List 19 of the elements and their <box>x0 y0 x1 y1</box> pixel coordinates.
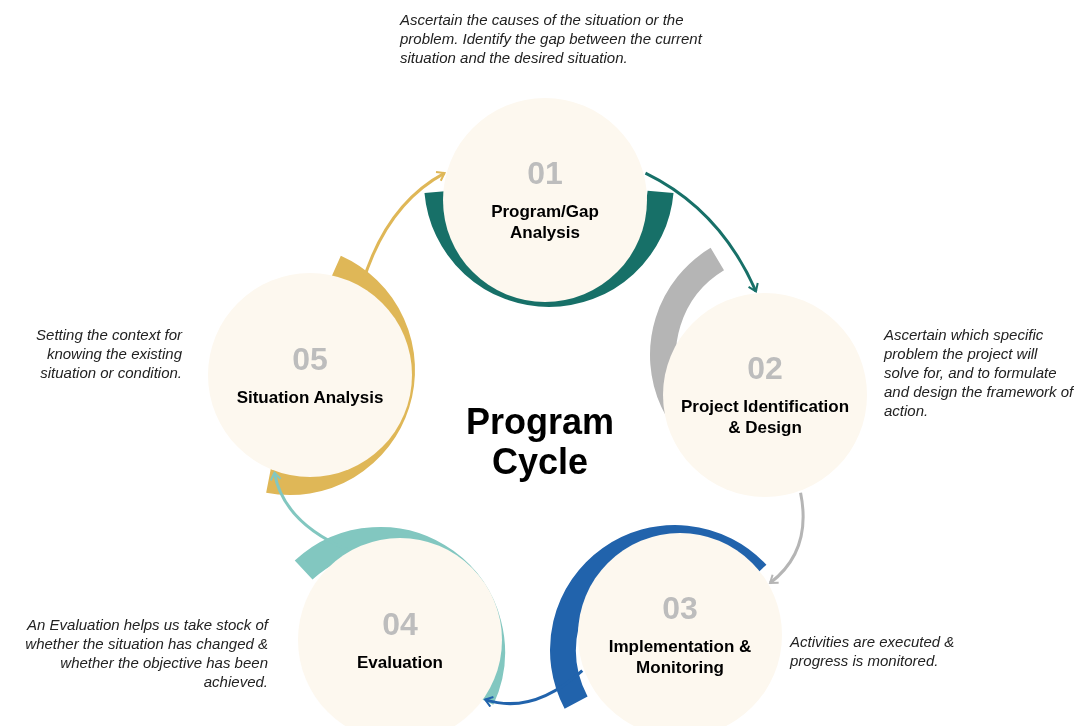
step-label: Evaluation <box>356 651 444 673</box>
step-number: 05 <box>292 342 328 375</box>
step-number: 03 <box>662 592 698 624</box>
step-label: Program/Gap Analysis <box>490 201 600 243</box>
step-label: Situation Analysis <box>235 386 385 408</box>
diagram-title: Program Cycle <box>464 402 615 482</box>
arrow <box>484 669 584 708</box>
arrow <box>644 171 759 293</box>
step-number: 04 <box>382 607 418 640</box>
description-text: Setting the context for knowing the existing situation or condition. <box>35 325 182 382</box>
description-text: Ascertain which specific problem the project will solve for, and to formulate and design the framework of action. <box>884 325 1074 420</box>
step-label: Project Identification & Design <box>679 396 851 438</box>
arrow <box>769 492 805 585</box>
description-text: An Evaluation helps us take stock of whether the situation has changed & whether the objective has been achieved. <box>24 615 268 691</box>
description-text: Ascertain the causes of the situation or the problem. Identify the gap between the current situation and the desired situation. <box>400 10 704 67</box>
step-number: 01 <box>527 157 563 189</box>
description-text: Activities are executed & progress is monitored. <box>790 632 956 670</box>
step-label: Implementation & Monitoring <box>607 636 753 678</box>
step-number: 02 <box>747 352 783 384</box>
